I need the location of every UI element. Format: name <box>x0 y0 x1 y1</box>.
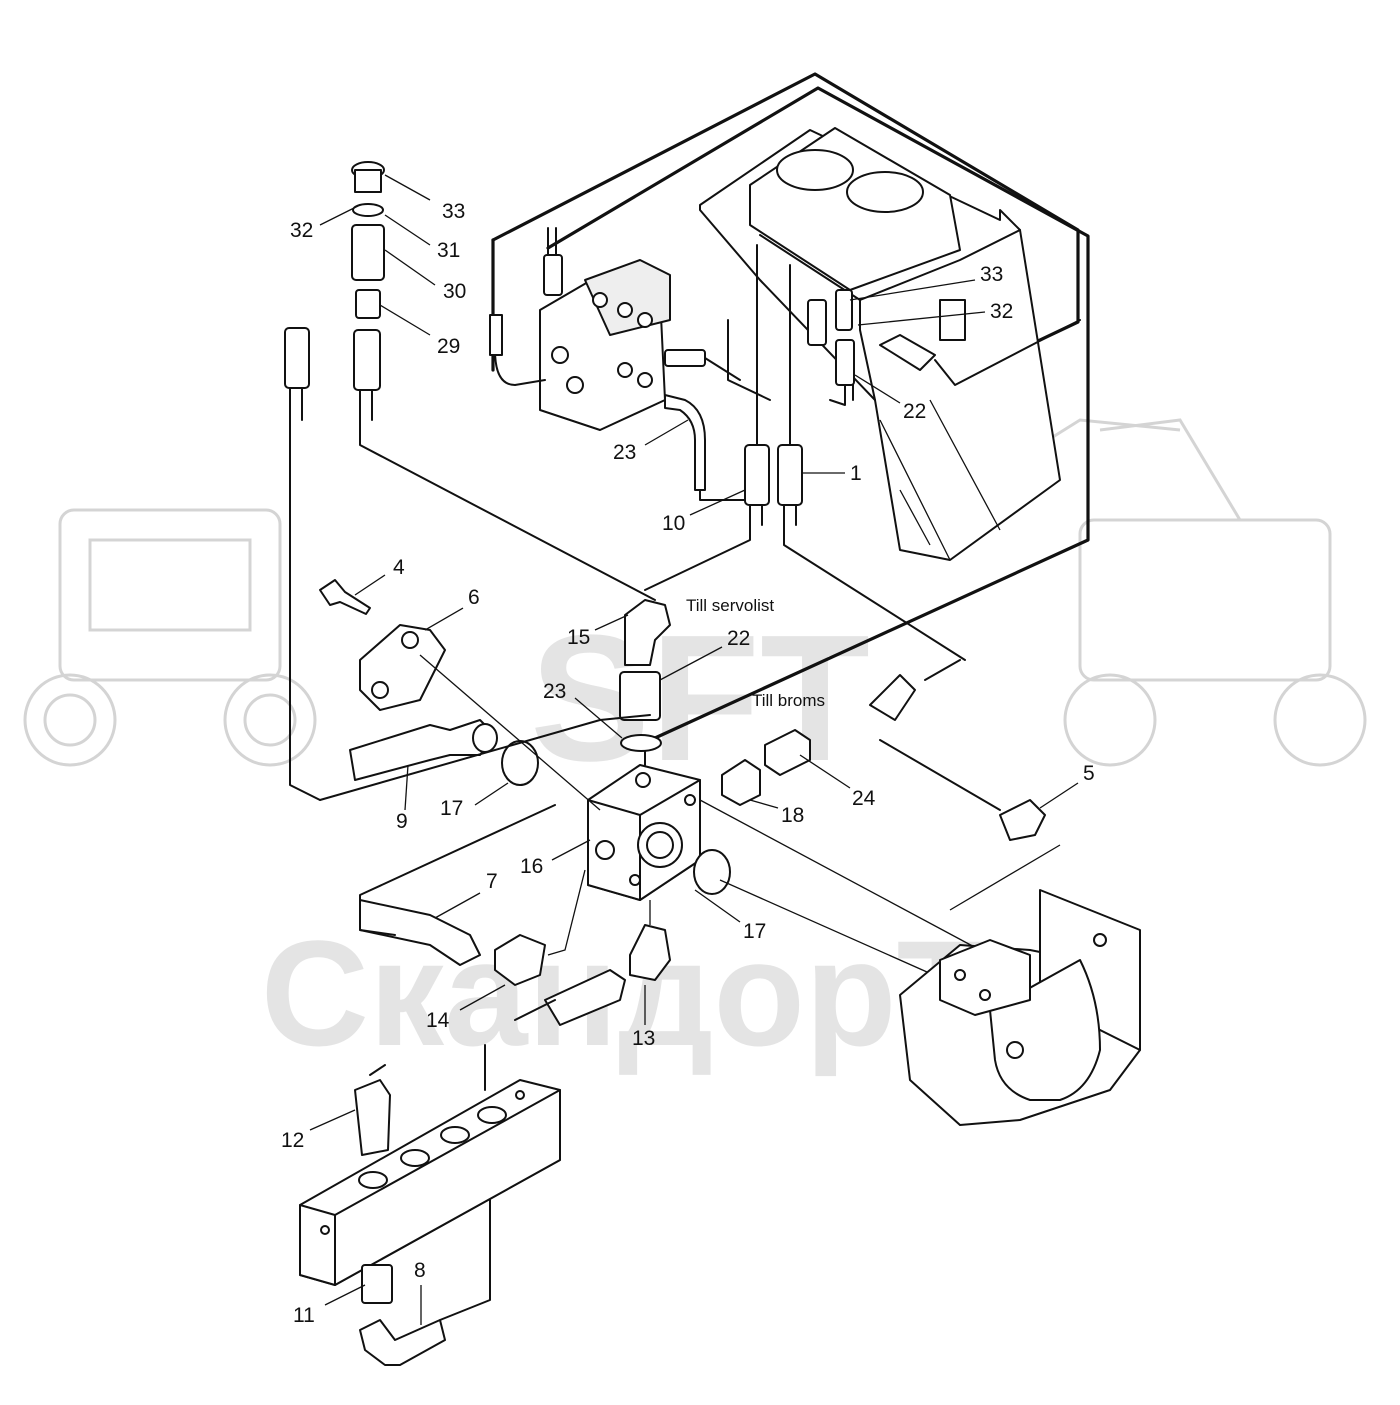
callout-17a: 17 <box>440 797 463 820</box>
callout-10: 10 <box>662 512 685 535</box>
note-to-servo: Till servolist <box>686 596 774 615</box>
callout-4: 4 <box>393 556 405 579</box>
note-to-brake: Till broms <box>752 691 825 710</box>
callout-21: 23 <box>613 441 636 464</box>
callout-20: 22 <box>903 400 926 423</box>
callout-1: 1 <box>850 462 862 485</box>
callout-14: 14 <box>426 1009 450 1032</box>
callout-33: 33 <box>980 263 1003 286</box>
callout-13: 13 <box>632 1027 655 1050</box>
hydraulic-pump <box>899 889 1141 1126</box>
fitting-32 <box>879 334 936 371</box>
fitting-33 <box>835 289 853 331</box>
seal-23 <box>620 734 662 752</box>
fitting-18 <box>721 759 761 806</box>
watermark-tractor-left <box>23 508 317 767</box>
fitting-20 <box>835 339 855 386</box>
callout-28: 30 <box>443 280 466 303</box>
callout-23: 23 <box>543 680 566 703</box>
callout-11: 11 <box>293 1304 315 1327</box>
callout-16: 16 <box>520 855 543 878</box>
bolt-4 <box>319 579 371 615</box>
callout-27: 29 <box>437 335 460 358</box>
callout-15: 15 <box>567 626 590 649</box>
hose-fitting-1 <box>777 444 803 506</box>
block-fittings <box>319 579 1046 1026</box>
callout-12: 12 <box>281 1129 304 1152</box>
manifold-bar <box>299 1064 561 1366</box>
callout-32: 32 <box>990 300 1013 323</box>
elbow-14 <box>494 934 546 986</box>
callout-31: 33 <box>442 200 465 223</box>
fitting-5 <box>999 799 1046 841</box>
connection-block-16 <box>587 749 701 901</box>
callout-6: 6 <box>468 586 480 609</box>
callout-5: 5 <box>1083 762 1095 785</box>
quick-coupling-12 <box>354 1079 391 1156</box>
nipple-11 <box>361 1264 393 1304</box>
callout-17b: 17 <box>743 920 766 943</box>
callouts: 33 32 31 30 29 33 32 22 23 1 10 4 6 15 T… <box>281 174 1095 1327</box>
upper-hoses <box>284 161 1081 801</box>
callout-30: 32 <box>290 219 313 242</box>
callout-18: 18 <box>781 804 804 827</box>
callout-9: 9 <box>396 810 408 833</box>
elbow-fitting-15 <box>624 599 671 666</box>
o-ring-17a <box>501 740 539 786</box>
adapter-22 <box>619 671 661 721</box>
callout-29: 31 <box>437 239 460 262</box>
watermark: SFT СкандорТек <box>23 418 1367 1077</box>
o-ring-17b <box>693 849 731 895</box>
callout-7: 7 <box>486 870 498 893</box>
callout-8: 8 <box>414 1259 426 1282</box>
watermark-logo: SFT <box>530 598 870 799</box>
callout-22: 22 <box>727 627 750 650</box>
elbow-13 <box>629 924 671 981</box>
callout-24: 24 <box>852 787 876 810</box>
hose-fitting-10 <box>744 444 770 506</box>
control-valve <box>489 259 671 431</box>
elbow-hose-8 <box>359 1319 446 1366</box>
fitting-24 <box>764 729 811 776</box>
